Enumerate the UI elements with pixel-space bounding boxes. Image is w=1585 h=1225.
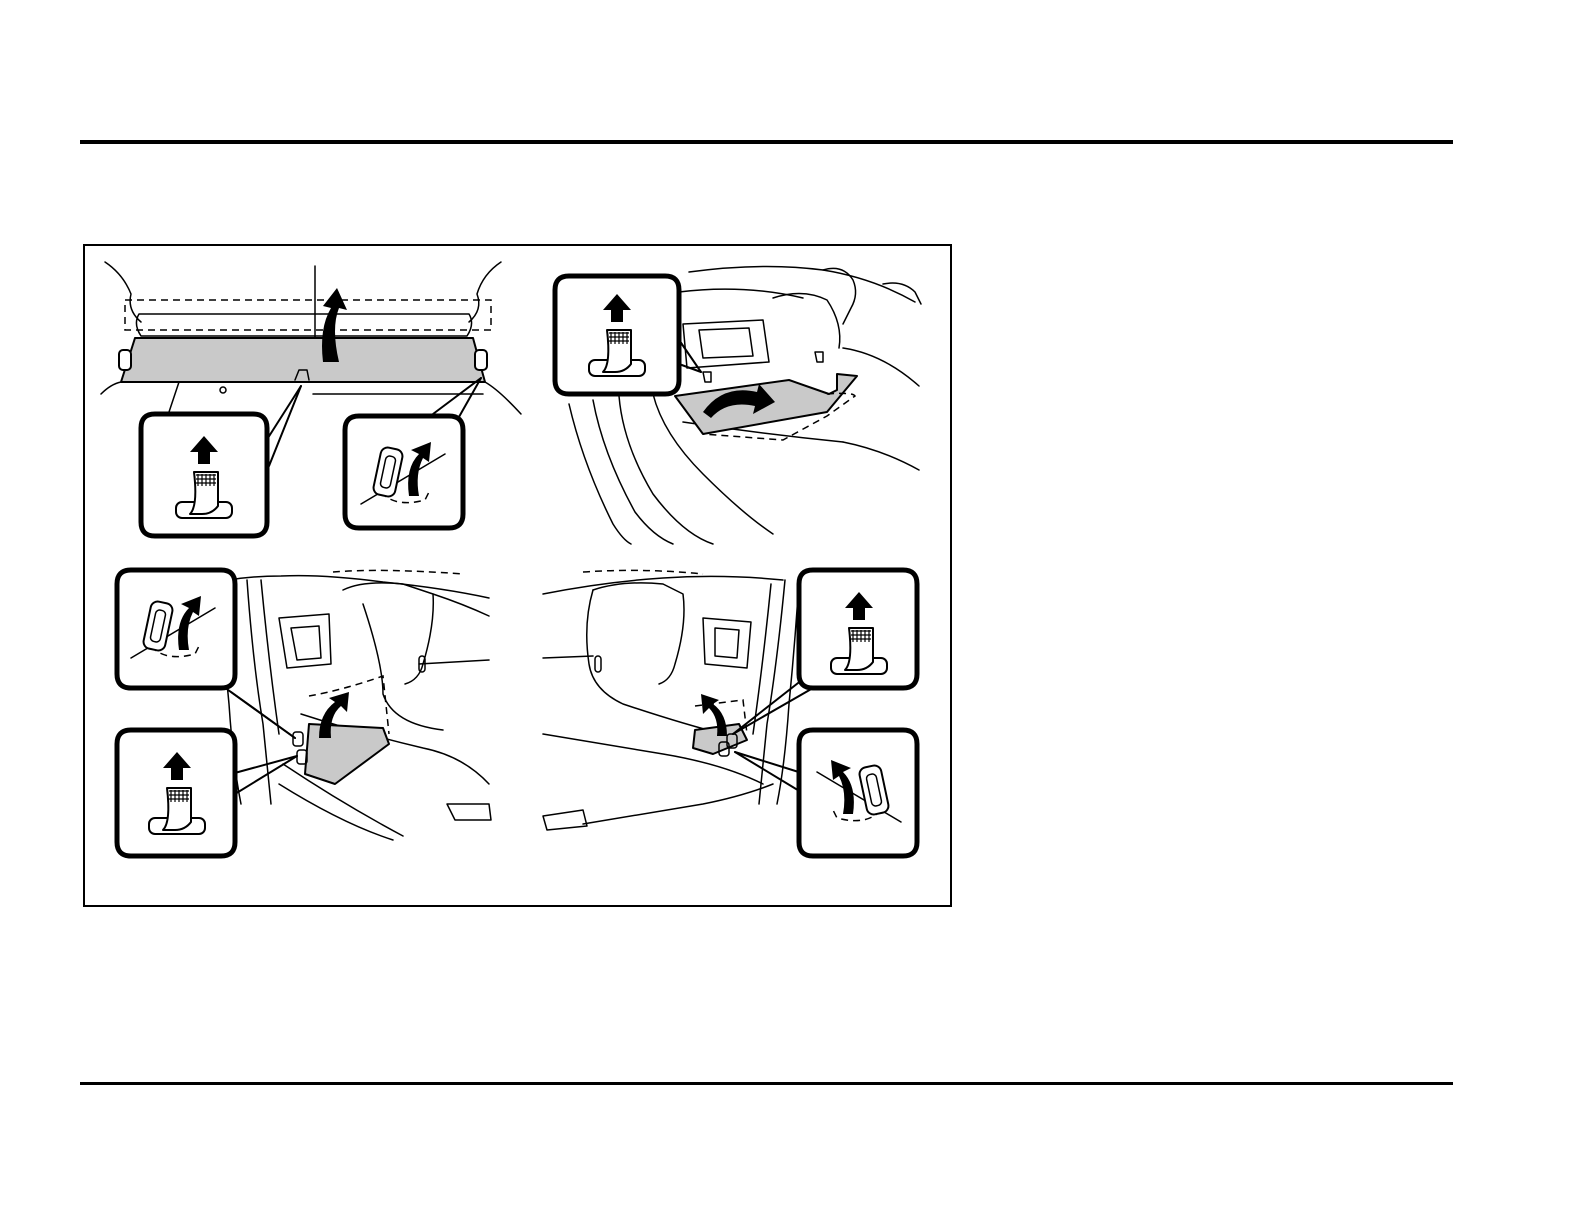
scene-right-cargo-side [543, 570, 917, 856]
cargo-panel-removal-figure [83, 244, 952, 907]
footer-rule [80, 1082, 1453, 1085]
scene-left-cargo-side [117, 570, 491, 856]
header-rule [80, 140, 1453, 144]
scene-rear-seatback-panel [101, 262, 521, 536]
scene-side-trim-panel [555, 266, 921, 544]
